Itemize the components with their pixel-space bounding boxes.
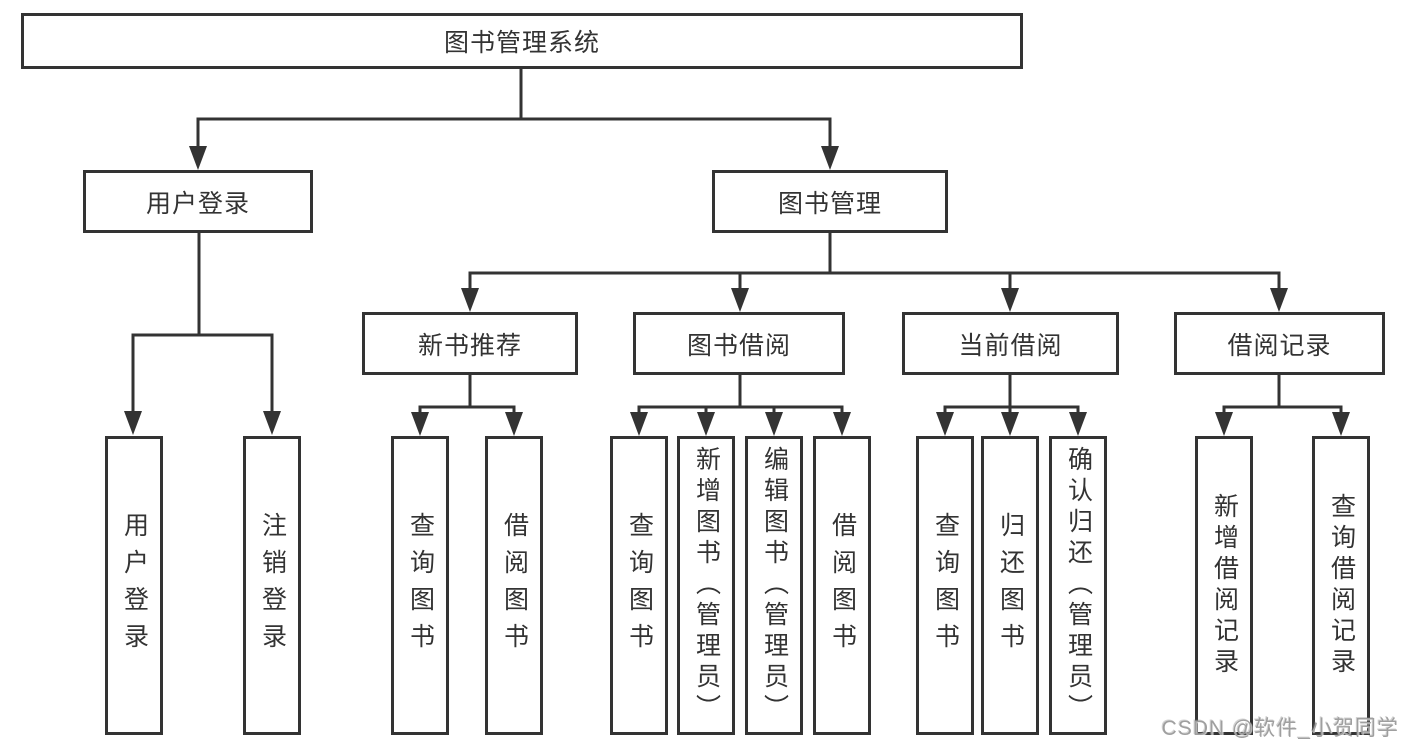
leaf-query-books-new-label: 查询图书 xyxy=(406,511,435,660)
node-root-label: 图书管理系统 xyxy=(443,29,600,57)
node-user-login-label: 用户登录 xyxy=(145,189,250,218)
leaf-add-book: 新增图书（管理员） xyxy=(677,436,735,735)
leaf-query-books-new: 查询图书 xyxy=(391,436,449,735)
leaf-add-record: 新增借阅记录 xyxy=(1195,436,1253,735)
leaf-query-record: 查询借阅记录 xyxy=(1312,436,1370,735)
arrowhead-icon xyxy=(1001,412,1019,436)
arrowhead-icon xyxy=(697,412,715,436)
edge-borrow-records-to-leaves xyxy=(1215,375,1350,436)
arrowhead-icon xyxy=(765,412,783,436)
leaf-borrow-books-borrow: 借阅图书 xyxy=(813,436,871,735)
leaf-add-record-label: 新增借阅记录 xyxy=(1210,492,1239,679)
leaf-edit-book: 编辑图书（管理员） xyxy=(745,436,803,735)
arrowhead-icon xyxy=(411,412,429,436)
node-borrow-records: 借阅记录 xyxy=(1174,312,1385,375)
leaf-borrow-books-new: 借阅图书 xyxy=(485,436,543,735)
node-user-login: 用户登录 xyxy=(83,170,313,233)
leaf-confirm-return-label: 确认归还（管理员） xyxy=(1064,446,1093,725)
arrowhead-icon xyxy=(1215,412,1233,436)
node-current-borrow: 当前借阅 xyxy=(902,312,1119,375)
leaf-query-books-current: 查询图书 xyxy=(916,436,974,735)
node-book-mgmt: 图书管理 xyxy=(712,170,948,233)
arrowhead-icon xyxy=(461,288,479,312)
leaf-query-books-borrow: 查询图书 xyxy=(610,436,668,735)
edge-book-mgmt-to-level3 xyxy=(461,233,1288,312)
arrowhead-icon xyxy=(630,412,648,436)
leaf-return-book-label: 归还图书 xyxy=(996,511,1025,660)
leaf-query-record-label: 查询借阅记录 xyxy=(1327,492,1356,679)
edge-book-borrow-to-leaves xyxy=(630,375,851,436)
edge-root-to-level2 xyxy=(189,69,839,170)
node-book-borrow: 图书借阅 xyxy=(633,312,845,375)
leaf-query-books-current-label: 查询图书 xyxy=(931,511,960,660)
arrowhead-icon xyxy=(1270,288,1288,312)
edge-new-books-to-leaves xyxy=(411,375,523,436)
node-book-mgmt-label: 图书管理 xyxy=(777,189,882,218)
csdn-watermark: CSDN @软件_小贺同学 xyxy=(1161,717,1399,740)
node-new-books-label: 新书推荐 xyxy=(417,331,522,360)
leaf-borrow-books-borrow-label: 借阅图书 xyxy=(828,511,857,660)
leaf-logout: 注销登录 xyxy=(243,436,301,735)
leaf-logout-label: 注销登录 xyxy=(258,511,287,660)
arrowhead-icon xyxy=(505,412,523,436)
node-book-borrow-label: 图书借阅 xyxy=(686,331,791,360)
leaf-borrow-books-new-label: 借阅图书 xyxy=(500,511,529,660)
leaf-return-book: 归还图书 xyxy=(981,436,1039,735)
arrowhead-icon xyxy=(124,411,142,435)
arrowhead-icon xyxy=(731,288,749,312)
leaf-edit-book-label: 编辑图书（管理员） xyxy=(760,446,789,725)
node-new-books: 新书推荐 xyxy=(362,312,578,375)
node-borrow-records-label: 借阅记录 xyxy=(1227,331,1332,360)
leaf-user-login-label: 用户登录 xyxy=(120,511,149,660)
node-root: 图书管理系统 xyxy=(21,13,1023,69)
edge-current-borrow-to-leaves xyxy=(936,375,1087,436)
arrowhead-icon xyxy=(833,412,851,436)
arrowhead-icon xyxy=(1332,412,1350,436)
leaf-query-books-borrow-label: 查询图书 xyxy=(625,511,654,660)
edge-user-login-to-leaves xyxy=(124,233,281,435)
arrowhead-icon xyxy=(263,411,281,435)
arrowhead-icon xyxy=(1001,288,1019,312)
leaf-add-book-label: 新增图书（管理员） xyxy=(692,446,721,725)
arrowhead-icon xyxy=(936,412,954,436)
leaf-user-login: 用户登录 xyxy=(105,436,163,735)
node-current-borrow-label: 当前借阅 xyxy=(958,331,1063,360)
arrowhead-icon xyxy=(189,146,207,170)
arrowhead-icon xyxy=(1069,412,1087,436)
leaf-confirm-return: 确认归还（管理员） xyxy=(1049,436,1107,735)
arrowhead-icon xyxy=(821,146,839,170)
